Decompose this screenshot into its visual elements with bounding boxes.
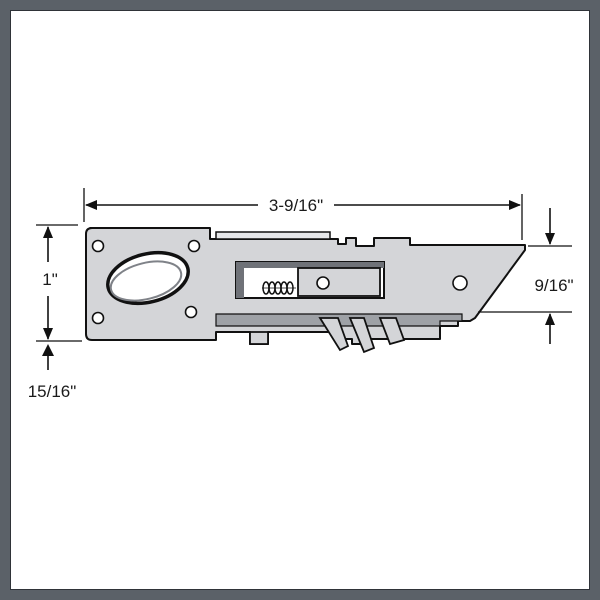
bottom-step [249, 331, 269, 345]
tip-height-label: 9/16" [534, 276, 573, 295]
top-ridge [215, 231, 331, 240]
screw-hole-bottom-right [184, 305, 198, 319]
tip-height-dimension: 9/16" [478, 208, 574, 344]
slider-block [297, 267, 381, 297]
latch-body [85, 227, 526, 354]
slot-shadow-left [236, 262, 244, 298]
tab-right [378, 317, 406, 346]
tab-middle [348, 317, 376, 354]
tab-left [318, 317, 350, 352]
screw-hole-right [452, 275, 468, 291]
slider-hole [316, 276, 330, 290]
slot-shadow [236, 262, 384, 268]
screw-hole-top-left [91, 239, 105, 253]
lower-offset-dimension: 15/16" [28, 344, 77, 401]
screw-hole-bottom-left [91, 311, 105, 325]
lower-offset-label: 15/16" [28, 382, 77, 401]
length-label: 3-9/16" [269, 196, 323, 215]
height-label: 1" [42, 270, 58, 289]
height-dimension: 1" [36, 224, 82, 342]
length-dimension: 3-9/16" [83, 188, 523, 240]
cylinder-hole-shadow [109, 260, 183, 302]
coil-spring [262, 281, 296, 295]
screw-hole-top-right [187, 239, 201, 253]
